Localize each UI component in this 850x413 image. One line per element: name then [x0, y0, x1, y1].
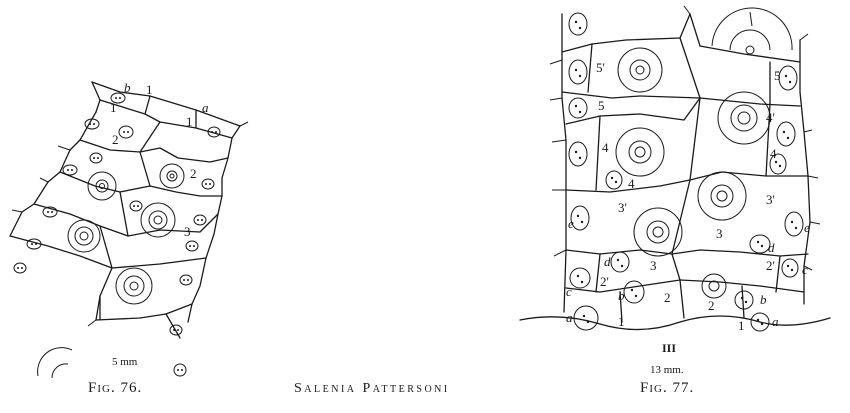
fig77-label-4p: 4': [766, 110, 775, 125]
species-title: Salenia Pattersoni: [294, 381, 450, 397]
fig77-caption: Fig. 77.: [640, 380, 694, 397]
fig77-label-3a: 3: [650, 258, 657, 273]
fig76-label-a: a: [202, 100, 209, 115]
fig76-label-1a: 1: [146, 82, 153, 97]
fig-77-drawing: 5' 5 5 4 4' 4 4 3' 3' e e 3 3 d d 2' 2' …: [520, 6, 830, 355]
fig76-label-1c: 1: [186, 114, 193, 129]
fig77-label-5a: 5: [774, 68, 781, 83]
fig77-label-2p-b: 2': [766, 258, 775, 273]
fig76-label-3: 3: [184, 224, 191, 239]
fig77-label-5b: 5: [598, 98, 605, 113]
fig76-label-b: b: [124, 80, 131, 95]
fig77-label-b-a: b: [618, 288, 625, 303]
fig77-label-3p-b: 3': [766, 192, 775, 207]
fig76-label-2b: 2: [190, 166, 197, 181]
fig77-label-c-b: c: [802, 262, 808, 277]
fig76-caption: Fig. 76.: [88, 380, 142, 397]
fig77-label-c-a: c: [566, 284, 572, 299]
fig77-label-4b: 4: [770, 146, 777, 161]
fig77-label-d-a: d: [604, 254, 611, 269]
fig77-label-d-b: d: [768, 240, 775, 255]
fig77-label-4a: 4: [602, 140, 609, 155]
fig77-label-1b: 1: [738, 318, 745, 333]
fig76-label-2a: 2: [112, 132, 119, 147]
fig77-label-e-b: e: [804, 220, 810, 235]
fig77-scale: 13 mm.: [650, 364, 684, 376]
fig77-label-4c: 4: [628, 176, 635, 191]
fig77-ray-marker: III: [662, 341, 676, 355]
fig77-label-a-b: a: [772, 314, 779, 329]
fig-76-drawing: b 1 1 1 a 2 2 3: [10, 80, 248, 378]
fig77-label-a-a: a: [566, 310, 573, 325]
fig77-label-2p-a: 2': [600, 274, 609, 289]
fig77-label-1a: 1: [618, 314, 625, 329]
fig76-label-1b: 1: [110, 100, 117, 115]
fig77-label-e-a: e: [568, 216, 574, 231]
fig77-label-3b: 3: [716, 226, 723, 241]
fig77-label-b-b: b: [760, 292, 767, 307]
fig76-scale: 5 mm: [112, 356, 137, 368]
fig77-label-5p: 5': [596, 60, 605, 75]
fig77-label-3p-a: 3': [618, 200, 627, 215]
fig77-label-2a: 2: [664, 290, 671, 305]
fig77-label-2b: 2: [708, 298, 715, 313]
